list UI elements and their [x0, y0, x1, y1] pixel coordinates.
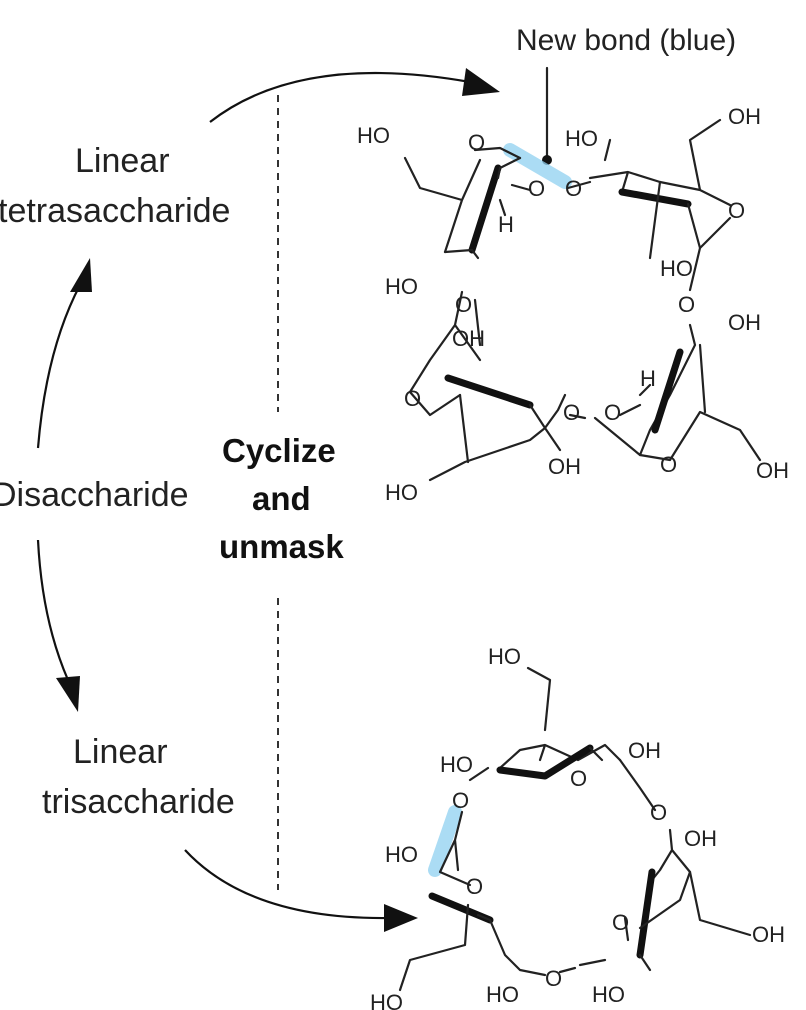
linear-tetrasaccharide-label-line2: tetrasaccharide	[0, 192, 230, 230]
arrowhead-right-bottom-icon	[384, 904, 418, 932]
tetra-o-bridge1: O	[528, 176, 545, 201]
and-label: and	[252, 480, 311, 517]
tri-o-bottom: O	[545, 966, 562, 991]
tetra-oh-bottomright: OH	[756, 458, 789, 483]
arrow-tetra-to-cyclic	[209, 71, 471, 123]
cyclic-tetrasaccharide: HO O O O H HO OH O HO O OH HO O OH O O H…	[357, 104, 789, 505]
tetra-ho-left: HO	[385, 274, 418, 299]
tetra-h-lower: H	[640, 366, 656, 391]
tri-oh-right: OH	[684, 826, 717, 851]
tri-o-ring2: O	[466, 874, 483, 899]
linear-trisaccharide-label-line2: trisaccharide	[42, 783, 235, 821]
linear-tetrasaccharide-label-line1: Linear	[75, 142, 170, 180]
tri-ho-upper: HO	[440, 752, 473, 777]
tri-o-ring1: O	[570, 766, 587, 791]
cyclic-trisaccharide: HO HO OH O O O OH HO O O OH HO O HO HO	[370, 644, 785, 1010]
arrowhead-down-icon	[56, 676, 80, 712]
tri-ho-bottom3: HO	[592, 982, 625, 1007]
tri-ho-bottom2: HO	[486, 982, 519, 1007]
tetra-oh-bottom: OH	[548, 454, 581, 479]
tri-ho-left: HO	[385, 842, 418, 867]
tri-o-ring3: O	[612, 910, 629, 935]
arrow-disaccharide-to-tri	[36, 539, 70, 681]
tri-ho-bottom1: HO	[370, 990, 403, 1010]
tetra-o-lower: O	[604, 400, 621, 425]
tetra-oh-topright: OH	[728, 104, 761, 129]
tri-ho-top: HO	[488, 644, 521, 669]
tetra-o-ring3: O	[404, 386, 421, 411]
arrowhead-up-icon	[70, 258, 92, 292]
tetra-ho-bottom: HO	[385, 480, 418, 505]
arrow-disaccharide-to-tetra	[36, 284, 81, 449]
arrowhead-right-top-icon	[462, 68, 500, 96]
linear-trisaccharide-label-line1: Linear	[73, 733, 168, 771]
tetra-h-center: H	[498, 212, 514, 237]
tetra-ho-mid: HO	[565, 126, 598, 151]
tetra-o-bridge4: O	[563, 400, 580, 425]
disaccharide-label: Disaccharide	[0, 476, 189, 514]
tetra-o-bridge3: O	[455, 292, 472, 317]
tetra-ho-topleft: HO	[357, 123, 390, 148]
tetra-o-ring4: O	[660, 452, 677, 477]
tetra-oh-mid: OH	[452, 326, 485, 351]
tetra-oh-right2: OH	[728, 310, 761, 335]
tri-o-bridge1: O	[452, 788, 469, 813]
tetra-o-ring2: O	[728, 198, 745, 223]
tetra-ho-right: HO	[660, 256, 693, 281]
tetra-o-bridge2: O	[678, 292, 695, 317]
new-bond-label: New bond (blue)	[516, 24, 736, 57]
unmask-label: unmask	[219, 528, 344, 565]
new-bond-highlight-tetra	[503, 143, 572, 189]
cyclize-label: Cyclize	[222, 432, 336, 469]
tri-o-bridge2: O	[650, 800, 667, 825]
tetra-o-center: O	[565, 176, 582, 201]
tetra-o-ring1: O	[468, 130, 485, 155]
arrow-tri-to-cyclic	[184, 849, 391, 920]
tri-oh-upper: OH	[628, 738, 661, 763]
new-bond-highlight-tri	[428, 805, 462, 877]
tri-oh-farright: OH	[752, 922, 785, 947]
